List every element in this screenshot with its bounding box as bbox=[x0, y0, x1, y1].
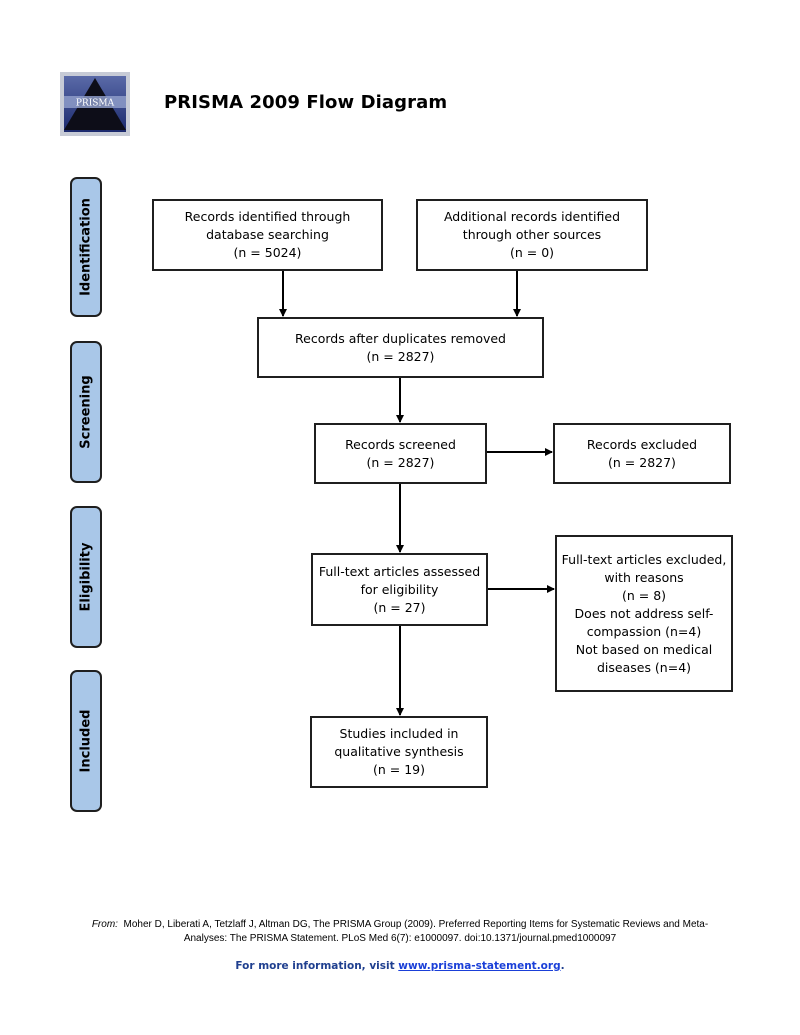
citation: From: Moher D, Liberati A, Tetzlaff J, A… bbox=[40, 918, 760, 946]
box-line: qualitative synthesis bbox=[334, 744, 464, 759]
box-line: (n = 2827) bbox=[366, 454, 435, 470]
box-line: for eligibility bbox=[360, 581, 439, 597]
box-line: (n = 27) bbox=[373, 599, 426, 615]
records-screened-box: Records screened (n = 2827) bbox=[314, 423, 487, 484]
prisma-logo: PRISMA bbox=[60, 72, 130, 136]
more-info-suffix: . bbox=[560, 960, 565, 972]
box-line: Records screened bbox=[345, 436, 456, 452]
box-line: diseases (n=4) bbox=[596, 659, 692, 675]
box-line: (n = 2827) bbox=[608, 454, 676, 470]
prisma-website-link[interactable]: www.prisma-statement.org bbox=[398, 960, 561, 972]
studies-included-box: Studies included in qualitative synthesi… bbox=[310, 716, 488, 788]
box-line: (n = 5024) bbox=[233, 245, 302, 260]
stage-identification: Identification bbox=[70, 177, 102, 317]
box-line: compassion (n=4) bbox=[586, 623, 702, 639]
more-info: For more information, visit www.prisma-s… bbox=[0, 960, 800, 972]
box-line: Records identified through bbox=[184, 209, 351, 224]
citation-line-1: Moher D, Liberati A, Tetzlaff J, Altman … bbox=[123, 919, 709, 930]
records-excluded-box: Records excluded (n = 2827) bbox=[553, 423, 731, 484]
citation-line-2: Analyses: The PRISMA Statement. PLoS Med… bbox=[183, 933, 617, 944]
box-line: Studies included in bbox=[339, 726, 459, 741]
stage-screening: Screening bbox=[70, 341, 102, 483]
page-title: PRISMA 2009 Flow Diagram bbox=[164, 92, 448, 113]
fulltext-assessed-box: Full-text articles assessed for eligibil… bbox=[311, 553, 488, 626]
records-after-duplicates-box: Records after duplicates removed (n = 28… bbox=[257, 317, 544, 378]
box-line: Not based on medical bbox=[575, 641, 713, 657]
fulltext-excluded-box: Full-text articles excluded, with reason… bbox=[555, 535, 733, 692]
box-line: Full-text articles excluded, bbox=[561, 551, 727, 567]
box-line: database searching bbox=[206, 227, 329, 242]
more-info-prefix: For more information, visit bbox=[235, 960, 399, 972]
box-line: Additional records identified bbox=[443, 209, 621, 224]
stage-included: Included bbox=[70, 670, 102, 812]
citation-from: From: bbox=[91, 919, 118, 930]
records-other-sources-box: Additional records identified through ot… bbox=[416, 199, 648, 271]
box-line: (n = 8) bbox=[621, 587, 667, 603]
box-line: (n = 2827) bbox=[366, 348, 435, 364]
box-line: through other sources bbox=[462, 227, 602, 242]
box-line: Full-text articles assessed bbox=[318, 563, 481, 579]
stage-eligibility: Eligibility bbox=[70, 506, 102, 648]
box-line: Does not address self- bbox=[574, 605, 714, 621]
box-line: Records after duplicates removed bbox=[295, 330, 506, 346]
box-line: with reasons bbox=[604, 569, 684, 585]
logo-text: PRISMA bbox=[76, 99, 115, 109]
box-line: Records excluded bbox=[586, 436, 698, 452]
records-database-box: Records identified through database sear… bbox=[152, 199, 383, 271]
box-line: (n = 0) bbox=[509, 245, 555, 260]
box-line: (n = 19) bbox=[372, 762, 425, 777]
